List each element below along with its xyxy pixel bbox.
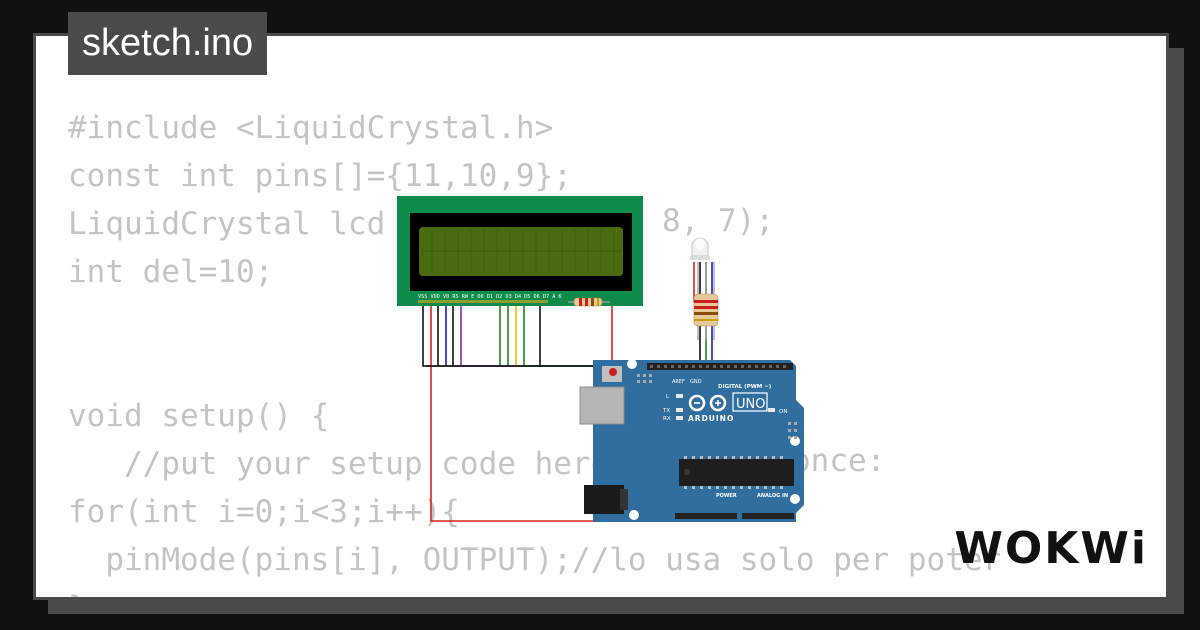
power-label: POWER (716, 493, 737, 499)
rx-led (676, 416, 683, 420)
arduino-logo-icon (688, 394, 727, 412)
arduino-logo-text: ARDUINO (688, 414, 734, 423)
power-header (675, 513, 737, 519)
code-line: void setup() { (68, 398, 330, 434)
l-led (676, 394, 683, 398)
board-model-label: UNO (736, 397, 765, 412)
rgb-led[interactable] (690, 237, 710, 260)
code-line: #include <LiquidCrystal.h> (68, 110, 554, 146)
code-line: const int pins[]={11,10,9}; (68, 158, 572, 194)
analog-in-label: ANALOG IN (757, 493, 788, 499)
l-led-label: L (666, 394, 670, 400)
tx-led-label: TX (662, 408, 670, 414)
code-line: for(int i=0;i<3;i++){ (68, 494, 460, 530)
code-line: int del=10; (68, 254, 274, 290)
led-resistors[interactable] (693, 262, 719, 340)
code-line: } (68, 584, 1001, 597)
analog-header (742, 513, 794, 519)
usb-port (579, 386, 625, 425)
code-fragment-lcd-pins: 8, 7); (662, 203, 774, 239)
lcd-pin-labels: VSS VDD V0 RS RW E D0 D1 D2 D3 D4 D5 D6 … (418, 294, 563, 300)
code-line: pinMode(pins[i], OUTPUT);//lo usa solo p… (68, 542, 1002, 578)
aref-label: AREF (672, 379, 685, 385)
lcd-display[interactable]: VSS VDD V0 RS RW E D0 D1 D2 D3 D4 D5 D6 … (397, 196, 643, 306)
reset-button[interactable] (609, 368, 617, 376)
on-led (768, 408, 775, 412)
power-jack (584, 485, 624, 514)
code-fragment-comment: once: (792, 443, 885, 479)
atmega-chip (679, 459, 794, 486)
wokwi-logo: WOKWi (954, 523, 1148, 574)
sketch-title: sketch.ino (68, 12, 268, 75)
code-line: LiquidCrystal lcd (68, 206, 386, 242)
digital-pwm-label: DIGITAL (PWM ~) (718, 384, 772, 390)
gnd-label: GND (690, 379, 702, 385)
arduino-uno-board[interactable]: AREF GND DIGITAL (PWM ~) L TX RX ON ARDU… (579, 359, 804, 522)
tx-led (676, 408, 683, 412)
rx-led-label: RX (663, 416, 671, 422)
lcd-resistor[interactable] (568, 297, 610, 307)
preview-card[interactable]: #include <LiquidCrystal.h> const int pins… (33, 33, 1169, 600)
on-led-label: ON (779, 409, 787, 415)
code-preview: #include <LiquidCrystal.h> const int pins… (68, 104, 1002, 597)
